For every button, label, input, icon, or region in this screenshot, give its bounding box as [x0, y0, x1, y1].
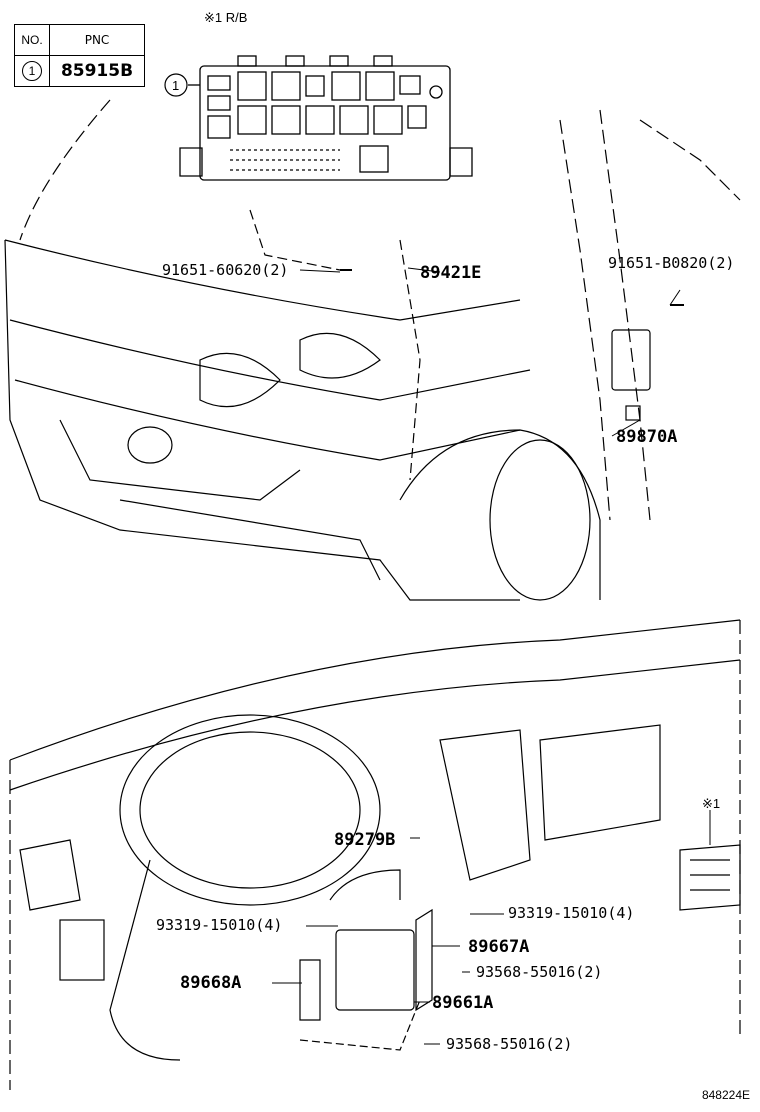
dashboard-drawing [9, 619, 741, 1090]
diagram-id: 848224E [701, 1088, 750, 1102]
part-label-93568-55016-upper: 93568-55016(2) [476, 963, 602, 981]
callout-one: 1 [172, 78, 179, 93]
part-label-89421E: 89421E [420, 263, 481, 283]
part-label-89870A: 89870A [616, 427, 677, 447]
part-label-91651-B0820: 91651-B0820(2) [608, 254, 734, 272]
part-label-93319-15010-left: 93319-15010(4) [156, 916, 282, 934]
pnc-table: NO. PNC 1 85915B [14, 24, 145, 87]
pnc-header-pnc: PNC [49, 24, 145, 56]
side-note: ※1 [702, 796, 720, 811]
part-label-89668A: 89668A [180, 973, 241, 993]
table-row: 1 85915B [14, 55, 145, 87]
part-label-91651-60620: 91651-60620(2) [162, 261, 288, 279]
part-label-93568-55016-lower: 93568-55016(2) [446, 1035, 572, 1053]
part-label-89667A: 89667A [468, 937, 529, 957]
leader-lines [272, 267, 711, 1045]
diagram-labels: ※1 R/B 1 ※1 91651-60620(2) 89421E 91651-… [156, 10, 734, 1053]
pnc-row-no: 1 [22, 61, 42, 81]
pnc-header-no: NO. [14, 24, 50, 56]
callout-circle [164, 73, 188, 97]
part-label-93319-15010-right: 93319-15010(4) [508, 904, 634, 922]
truck-front-drawing [4, 99, 741, 601]
pnc-row-value: 85915B [49, 55, 145, 87]
top-note: ※1 R/B [204, 10, 247, 25]
part-label-89279B: 89279B [334, 830, 395, 850]
relay-block-drawing [179, 55, 473, 181]
part-label-89661A: 89661A [432, 993, 493, 1013]
